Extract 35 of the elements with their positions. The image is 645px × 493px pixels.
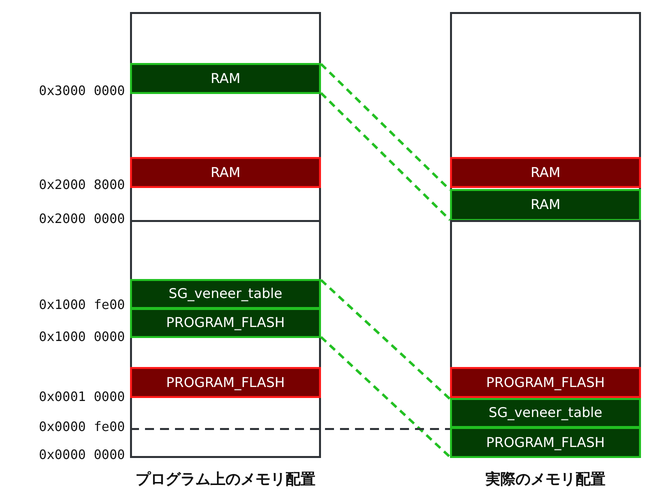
mapping-line: [320, 336, 451, 458]
region-label: RAM: [530, 164, 560, 180]
mapped-region-bar: [130, 63, 321, 94]
mapped-region-bar: [450, 398, 641, 428]
mapped-region-bar: [130, 308, 321, 338]
address-label: 0x2000 0000: [38, 212, 125, 228]
region-label: RAM: [210, 164, 240, 180]
address-label: 0x0000 fe00: [38, 420, 125, 436]
address-label: 0x2000 8000: [38, 178, 125, 194]
column-caption: プログラム上のメモリ配置: [134, 470, 316, 489]
address-label: 0x1000 0000: [38, 330, 125, 346]
mapping-line: [320, 279, 451, 400]
boundary-line: [130, 428, 450, 430]
region-label: PROGRAM_FLASH: [486, 374, 605, 390]
address-label: 0x0000 0000: [38, 448, 125, 464]
address-label: 0x1000 fe00: [38, 298, 125, 314]
fixed-region-bar: [450, 157, 641, 188]
region-label: SG_veneer_table: [168, 286, 282, 302]
fixed-region-bar: [130, 367, 321, 398]
mapping-line: [320, 63, 451, 191]
fixed-region-bar: [450, 367, 641, 398]
mapping-line: [320, 92, 451, 221]
mapped-region-bar: [130, 279, 321, 309]
address-label: 0x3000 0000: [38, 84, 125, 100]
column-caption: 実際のメモリ配置: [484, 470, 606, 489]
region-label: RAM: [530, 197, 560, 213]
fixed-region-bar: [130, 157, 321, 188]
region-label: RAM: [210, 70, 240, 86]
region-label: PROGRAM_FLASH: [166, 315, 285, 331]
region-label: PROGRAM_FLASH: [166, 374, 285, 390]
mapped-region-bar: [450, 427, 641, 458]
mapped-region-bar: [450, 189, 641, 221]
region-label: PROGRAM_FLASH: [486, 434, 605, 450]
region-label: SG_veneer_table: [488, 405, 602, 421]
address-label: 0x0001 0000: [38, 390, 125, 406]
